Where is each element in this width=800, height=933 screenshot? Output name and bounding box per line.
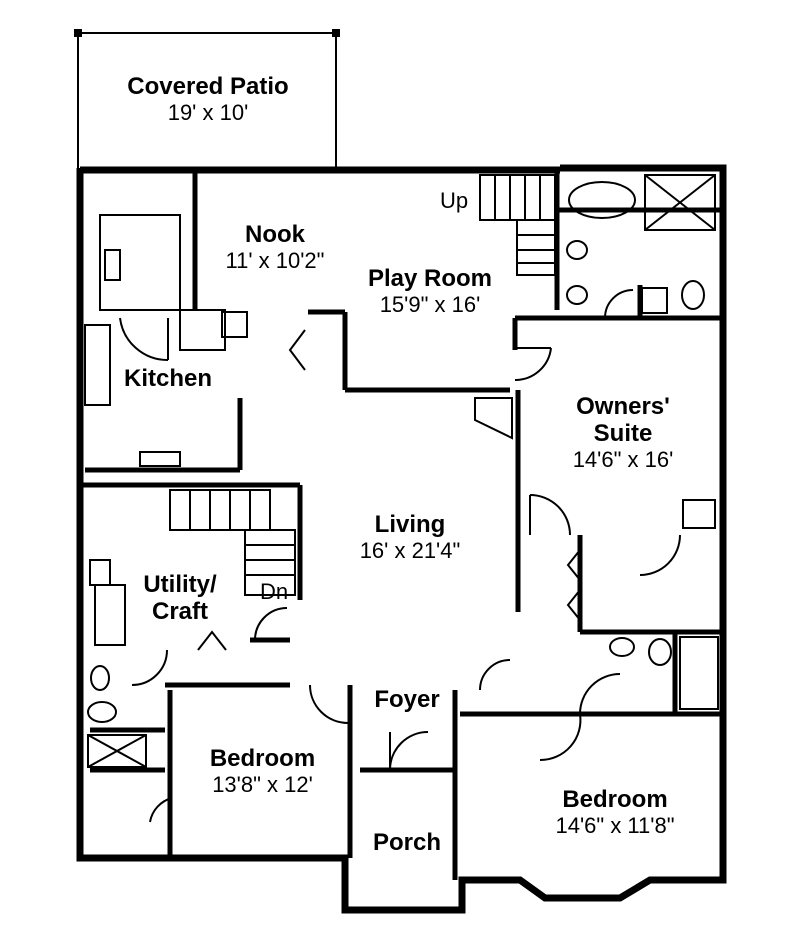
exterior-walls <box>76 164 727 914</box>
room-name: Nook <box>245 221 305 248</box>
room-dimensions: 14'6" x 11'8" <box>555 812 675 838</box>
room-name: Bedroom <box>209 745 316 772</box>
stairs-up-label: Up <box>439 188 469 213</box>
room-dimensions: 13'8" x 12' <box>212 771 313 797</box>
covered-patio-label: Covered Patio 19' x 10' <box>110 73 306 126</box>
fixtures <box>84 174 719 768</box>
porch-label: Porch <box>372 829 441 856</box>
room-dimensions: 16' x 21'4" <box>359 537 461 563</box>
room-name: Living <box>374 511 446 538</box>
door-swings <box>119 289 681 823</box>
room-dimensions: 11' x 10'2" <box>225 247 325 273</box>
room-dimensions: 19' x 10' <box>167 99 249 125</box>
stairs-down-label: Dn <box>259 579 289 604</box>
bedroom-left-label: Bedroom 13'8" x 12' <box>185 745 340 798</box>
owners-suite-label: Owners' Suite 14'6" x 16' <box>548 393 698 472</box>
room-name: Play Room <box>367 265 493 292</box>
room-name: Bedroom <box>562 786 668 813</box>
utility-craft-label: Utility/ Craft <box>125 571 235 626</box>
room-dimensions: 14'6" x 16' <box>572 446 674 472</box>
foyer-label: Foyer <box>374 686 440 713</box>
play-room-label: Play Room 15'9" x 16' <box>345 265 515 318</box>
room-dimensions: 15'9" x 16' <box>379 291 481 317</box>
bedroom-right-label: Bedroom 14'6" x 11'8" <box>530 786 700 839</box>
room-name-line2: Suite <box>593 419 653 447</box>
room-name-line1: Utility/ <box>143 571 217 598</box>
living-label: Living 16' x 21'4" <box>335 511 485 564</box>
room-name-line1: Owners' <box>576 393 670 420</box>
fireplaces <box>197 329 581 651</box>
covered-patio-outline <box>74 29 340 168</box>
room-name-line2: Craft <box>151 597 208 625</box>
room-name: Covered Patio <box>127 73 289 100</box>
kitchen-label: Kitchen <box>123 365 212 392</box>
nook-label: Nook 11' x 10'2" <box>205 221 345 274</box>
stairs <box>169 174 556 596</box>
